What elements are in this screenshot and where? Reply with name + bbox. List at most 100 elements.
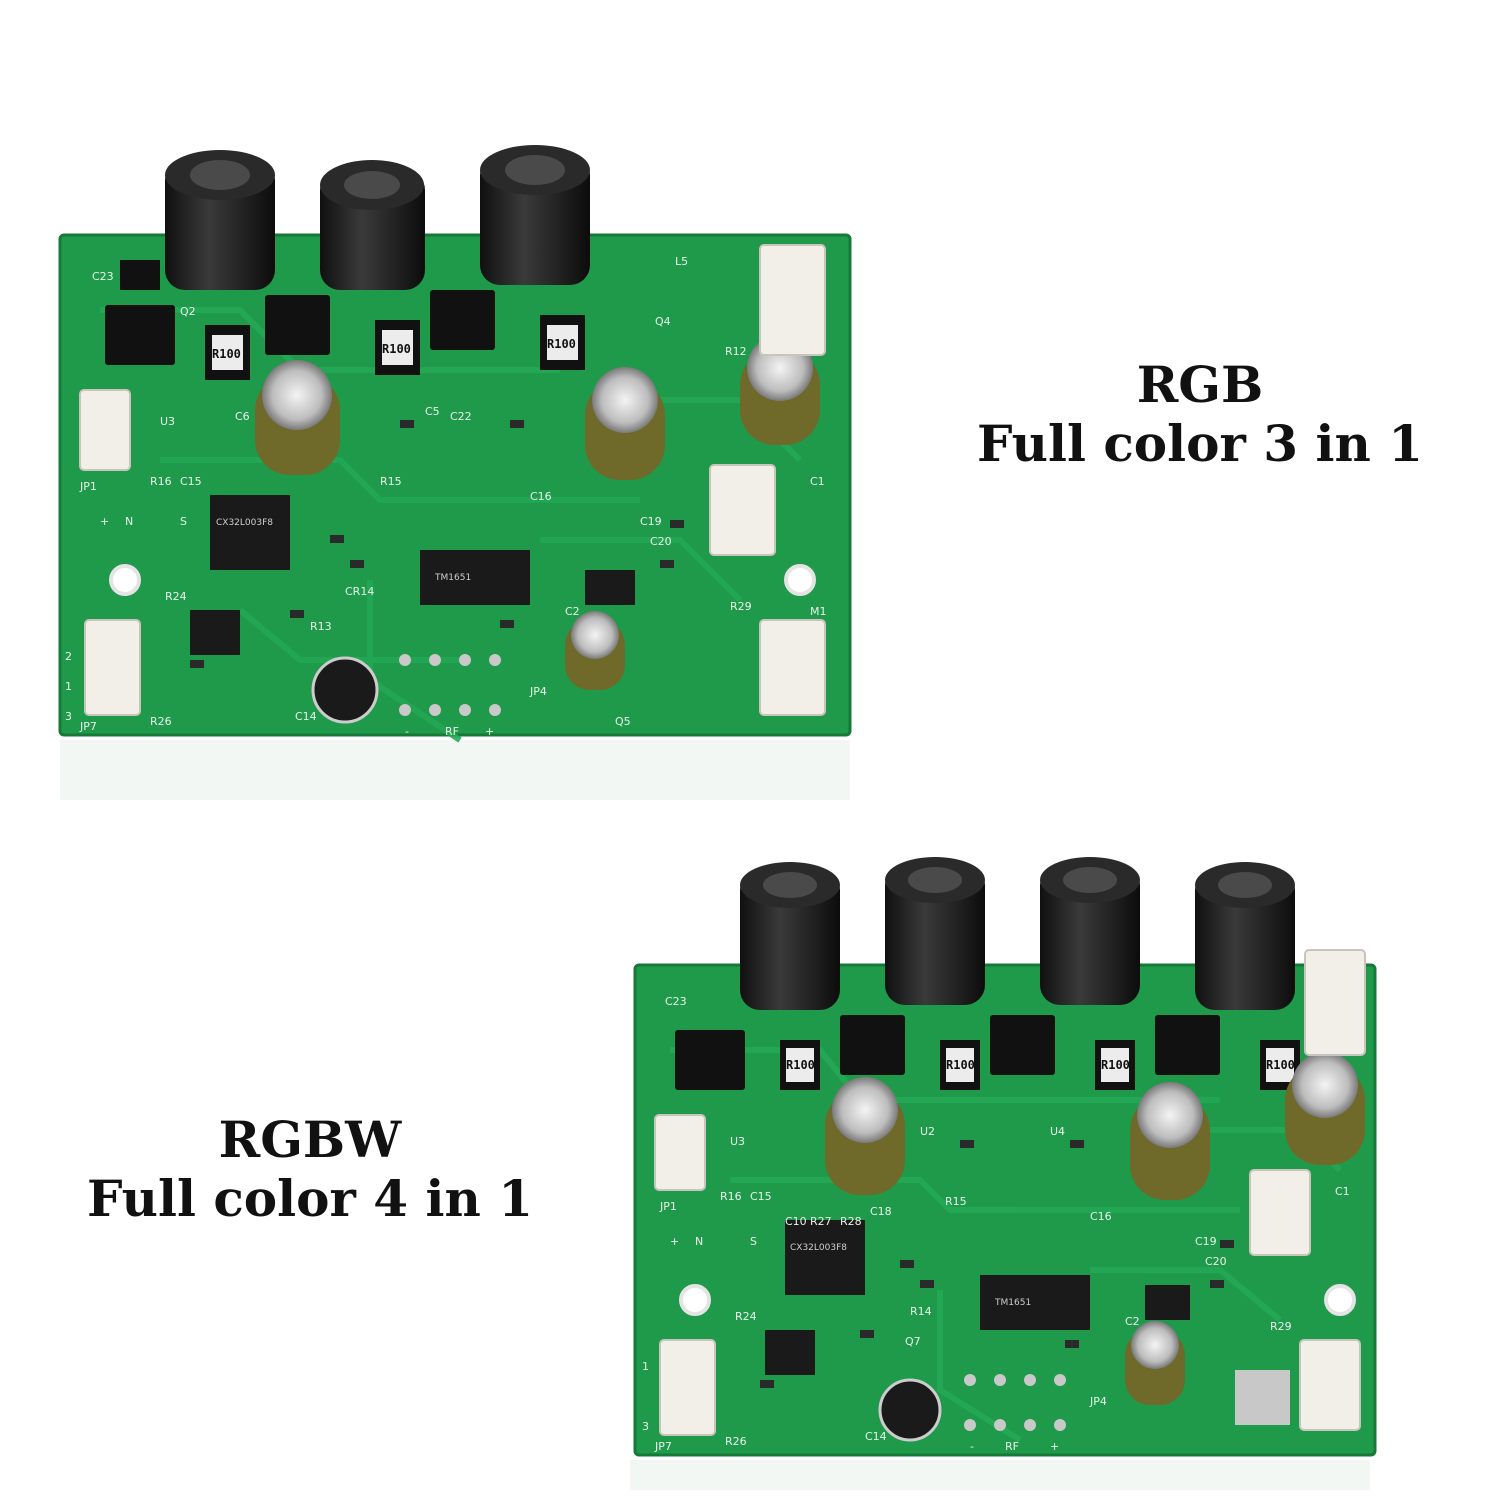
pin-2: 2 [65, 650, 72, 663]
connector-left-lower [84, 619, 141, 716]
label-jp7: JP7 [654, 1440, 672, 1453]
silk-q5: Q5 [615, 715, 631, 728]
silk-c2: C2 [1125, 1315, 1140, 1328]
silk-r26: R26 [725, 1435, 747, 1448]
pin-n: N [695, 1235, 703, 1248]
inductor-coils [740, 857, 1295, 1010]
caption-rgbw: RGBW Full color 4 in 1 [20, 1110, 600, 1228]
pin-3: 3 [65, 710, 72, 723]
silk-q7: Q7 [905, 1335, 921, 1348]
silk-q4: Q4 [655, 315, 671, 328]
silk-c14: C14 [295, 710, 317, 723]
connector-left-upper [79, 389, 131, 471]
pin-minus: - [970, 1440, 974, 1453]
resistor-label-2: R100 [382, 342, 411, 356]
label-jp1: JP1 [79, 480, 97, 493]
silk-r27: R27 [810, 1215, 832, 1228]
silk-r29: R29 [730, 600, 752, 613]
electrolytic-capacitors [825, 1052, 1365, 1405]
silk-c23: C23 [665, 995, 687, 1008]
silk-r13: R13 [310, 620, 332, 633]
silk-r15: R15 [380, 475, 402, 488]
silk-c1: C1 [810, 475, 825, 488]
caption-rgb-title: RGB [1136, 355, 1264, 414]
label-m1: M1 [810, 605, 827, 618]
silk-c16: C16 [530, 490, 552, 503]
caption-rgbw-title: RGBW [218, 1110, 402, 1169]
connector-right-middle [1249, 1169, 1311, 1256]
silk-r12: R12 [725, 345, 747, 358]
silk-u4: U4 [1050, 1125, 1065, 1138]
silk-q2: Q2 [180, 305, 196, 318]
pin-rf: RF [445, 725, 459, 738]
silk-c20: C20 [1205, 1255, 1227, 1268]
mcu-label: CX32L003F8 [216, 518, 273, 528]
silk-c16: C16 [1090, 1210, 1112, 1223]
connector-right-lower [1299, 1339, 1361, 1431]
pin-s: S [750, 1235, 757, 1248]
pin-plus: + [100, 515, 109, 528]
silk-u3: U3 [730, 1135, 745, 1148]
label-jp7: JP7 [79, 720, 97, 733]
pin-minus: - [405, 725, 409, 738]
driver-chip-label: TM1651 [434, 573, 471, 583]
rgbw-board-photo: R100 R100 R100 R100 CX32L003F8 TM1651 [620, 850, 1380, 1490]
connector-top-right [759, 244, 826, 356]
silk-c19: C19 [1195, 1235, 1217, 1248]
label-c1: C1 [1335, 1185, 1350, 1198]
pin-n: N [125, 515, 133, 528]
inductor-coils [165, 145, 590, 290]
connector-top-right [1304, 949, 1366, 1056]
silk-c23: C23 [92, 270, 114, 283]
silk-c10: C10 [785, 1215, 807, 1228]
pin-s: S [180, 515, 187, 528]
mcu-label: CX32L003F8 [790, 1243, 847, 1253]
caption-rgb: RGB Full color 3 in 1 [910, 355, 1490, 473]
silk-c6: C6 [235, 410, 250, 423]
connector-left-lower [659, 1339, 716, 1436]
silkscreen-labels: C23 U3 R16 C15 C18 R28 R27 C10 R24 R14 Q… [642, 995, 1350, 1453]
silk-c15: C15 [180, 475, 202, 488]
silk-c20: C20 [650, 535, 672, 548]
resistor-label-4: R100 [1266, 1058, 1295, 1072]
silk-c14: C14 [865, 1430, 887, 1443]
rgbw-board-svg: R100 R100 R100 R100 CX32L003F8 TM1651 [630, 857, 1377, 1490]
label-jp1: JP1 [659, 1200, 677, 1213]
caption-rgb-subtitle: Full color 3 in 1 [977, 414, 1423, 473]
connector-right-middle [709, 464, 776, 556]
silk-c2: C2 [565, 605, 580, 618]
silk-u2: U2 [920, 1125, 935, 1138]
silk-cr14: CR14 [345, 585, 374, 598]
driver-chip-label: TM1651 [994, 1298, 1031, 1308]
pin-plus-2: + [485, 725, 494, 738]
microphone [311, 656, 379, 724]
pin-plus-2: + [1050, 1440, 1059, 1453]
electrolytic-capacitors [255, 335, 820, 690]
pin-plus: + [670, 1235, 679, 1248]
label-jp4: JP4 [1089, 1395, 1107, 1408]
connector-right-lower [759, 619, 826, 716]
resistor-label-3: R100 [547, 337, 576, 351]
silk-r24: R24 [735, 1310, 757, 1323]
silk-c5: C5 [425, 405, 440, 418]
silk-l5: L5 [675, 255, 688, 268]
silk-u3: U3 [160, 415, 175, 428]
silk-r16: R16 [720, 1190, 742, 1203]
pin-1: 1 [65, 680, 72, 693]
pin-3: 3 [642, 1420, 649, 1433]
pcb [60, 235, 850, 735]
connector-left-upper [654, 1114, 706, 1191]
silk-r24: R24 [165, 590, 187, 603]
silk-r16: R16 [150, 475, 172, 488]
silk-c19: C19 [640, 515, 662, 528]
silk-r14: R14 [910, 1305, 932, 1318]
pin-rf: RF [1005, 1440, 1019, 1453]
silk-c15: C15 [750, 1190, 772, 1203]
rgb-board-svg: R100 R100 R100 CX32L003F8 TM1651 [58, 145, 852, 800]
resistor-label-3: R100 [1101, 1058, 1130, 1072]
resistor-label-2: R100 [946, 1058, 975, 1072]
silk-c18: C18 [870, 1205, 892, 1218]
silk-r28: R28 [840, 1215, 862, 1228]
silk-r26: R26 [150, 715, 172, 728]
label-jp4: JP4 [529, 685, 547, 698]
